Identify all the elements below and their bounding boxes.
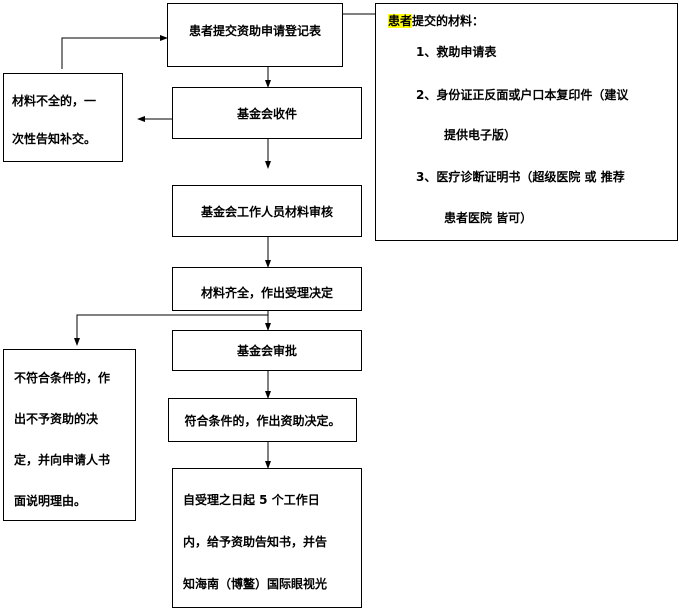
box-line: 不符合条件的，作 [14,371,111,385]
step-grant-decision: 符合条件的，作出资助决定。 [168,398,357,442]
step-label: 符合条件的，作出资助决定。 [184,413,341,428]
material-item: 3、医疗诊断证明书（超级医院 或 推荐 [416,170,625,184]
material-item: 提供电子版） [444,128,517,142]
arrow-to-rejected [74,314,268,346]
incomplete-materials-box: 材料不全的，一 次性告知补交。 [3,73,123,162]
step-label: 材料齐全，作出受理决定 [200,285,333,300]
arrow-resubmit [61,35,168,69]
step-label: 基金会工作人员材料审核 [200,204,333,219]
materials-title: 患者提交的材料： [388,12,484,29]
step-label: 基金会收件 [236,106,297,121]
step-approval: 基金会审批 [172,330,362,371]
box-line: 内，给予资助告知书，并告 [183,535,328,549]
title-rest: 提交的材料： [412,14,485,28]
material-item: 患者医院 皆可） [444,211,533,225]
box-line: 面说明理由。 [14,494,87,508]
step-label: 患者提交资助申请登记表 [188,23,321,38]
box-line: 次性告知补交。 [12,132,97,146]
material-item: 1、救助申请表 [416,45,497,59]
material-item: 2、身份证正反面或户口本复印件（建议 [416,88,629,102]
step-notify: 自受理之日起 5 个工作日 内，给予资助告知书，并告 知海南（博鳌）国际眼视光 [172,468,362,608]
box-line: 出不予资助的决 [14,412,99,426]
step-review: 基金会工作人员材料审核 [172,185,362,237]
box-line: 定，并向申请人书 [14,453,111,467]
box-line: 自受理之日起 5 个工作日 [183,493,320,507]
rejected-box: 不符合条件的，作 出不予资助的决 定，并向申请人书 面说明理由。 [3,349,136,521]
materials-box: 患者提交的材料： 1、救助申请表 2、身份证正反面或户口本复印件（建议 提供电子… [375,3,678,241]
step-label: 基金会审批 [236,344,297,358]
step-receive: 基金会收件 [172,87,362,139]
step-submit-application: 患者提交资助申请登记表 [167,3,343,67]
step-accept: 材料齐全，作出受理决定 [172,267,362,311]
box-line: 知海南（博鳌）国际眼视光 [183,577,328,591]
box-line: 材料不全的，一 [12,94,97,108]
title-highlight: 患者 [388,14,413,28]
